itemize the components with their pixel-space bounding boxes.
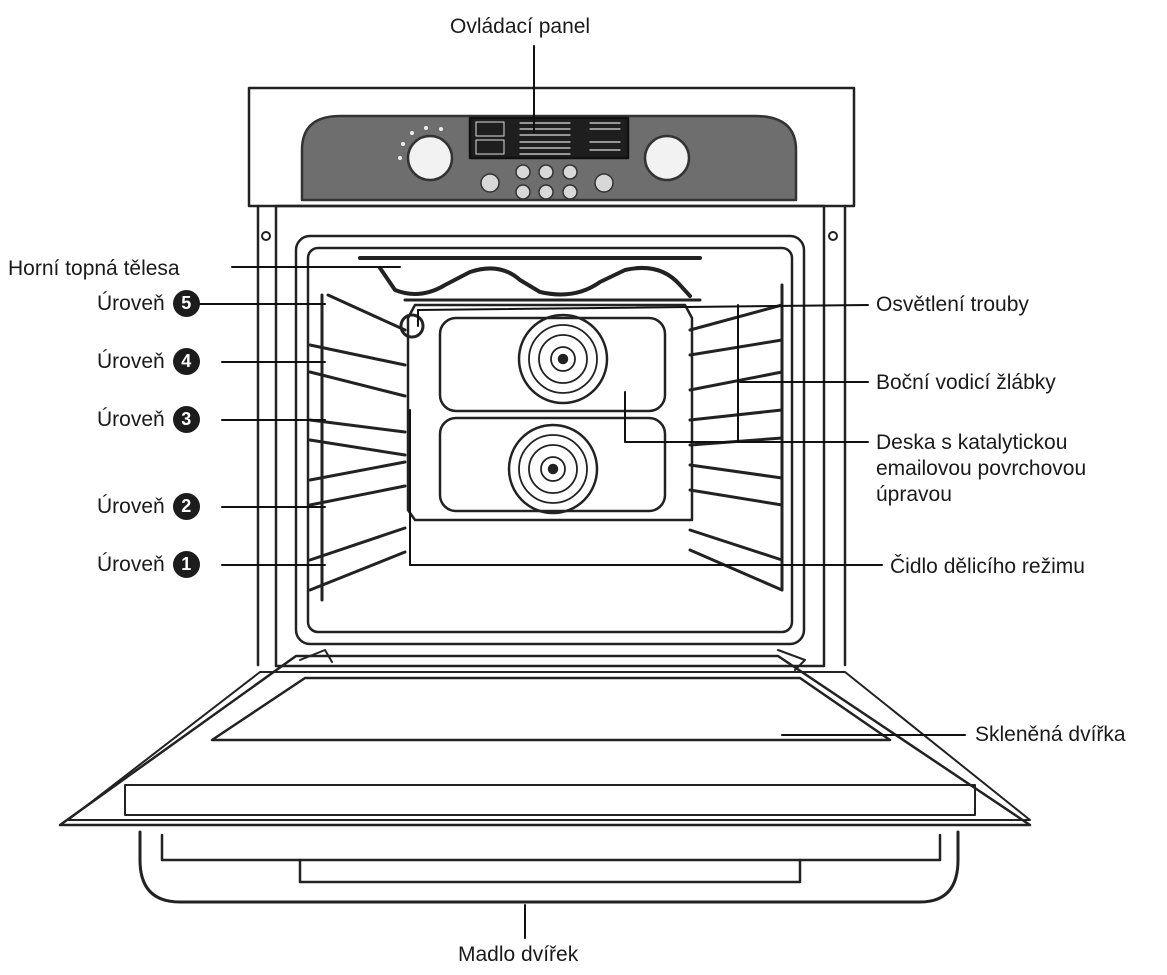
level-badge: 1 [172, 551, 200, 578]
fan-upper [517, 313, 609, 405]
fan-lower [507, 423, 599, 515]
right-rails [688, 283, 784, 592]
back-wall [406, 303, 694, 522]
label-top-heating: Horní topná tělesa [8, 257, 180, 280]
level-badge: 4 [172, 348, 200, 375]
left-rails [308, 293, 407, 602]
level-badge: 3 [172, 406, 200, 433]
label-divider-sensor: Čidlo dělicího režimu [890, 555, 1085, 578]
glass-door [210, 676, 892, 742]
catalytic-plate-lower [438, 416, 667, 513]
label-door-handle: Madlo dvířek [458, 943, 579, 966]
door-handle [138, 830, 960, 904]
display [468, 116, 630, 160]
door-outline [58, 654, 1032, 827]
oven-sides [256, 204, 847, 667]
knob-marks [398, 126, 443, 160]
label-control-panel: Ovládací panel [450, 15, 591, 38]
label-glass-door: Skleněná dvířka [975, 723, 1126, 746]
oven-frame [274, 204, 826, 668]
left-knob [406, 134, 454, 182]
display-digits [519, 122, 621, 155]
level-badge: 2 [172, 493, 200, 520]
right-knob [643, 134, 691, 182]
oven-light [399, 313, 425, 339]
cavity-inner [306, 246, 794, 634]
label-catalytic-plate: Deska s katalytickou emailovou povrchovo… [876, 431, 1087, 506]
catalytic-plate-upper [438, 316, 667, 413]
label-oven-light: Osvětlení trouby [876, 293, 1029, 316]
leader-lines [184, 45, 966, 939]
cavity-outer [294, 234, 806, 646]
heating-element [358, 256, 702, 298]
level-badge: 5 [172, 290, 200, 317]
label-side-guides: Boční vodicí žlábky [876, 371, 1056, 394]
panel-buttons [480, 164, 614, 200]
